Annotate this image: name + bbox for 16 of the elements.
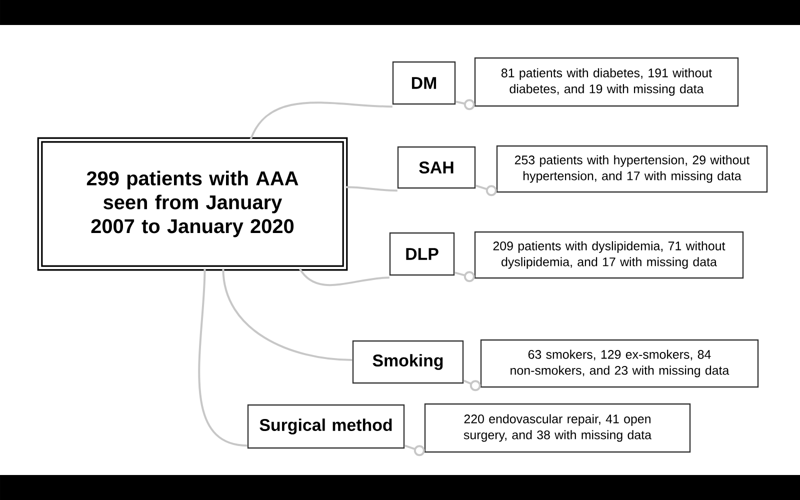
connector xyxy=(198,268,248,447)
connector xyxy=(222,268,352,361)
category-box: Smoking xyxy=(352,340,464,384)
connector xyxy=(346,186,398,192)
connector xyxy=(299,268,390,286)
category-box: DLP xyxy=(389,232,455,276)
detail-box: 81 patients with diabetes, 191 without diabetes, and 19 with missing data xyxy=(474,57,739,107)
detail-box: 253 patients with hypertension, 29 without hypertension, and 17 with missing data xyxy=(496,145,768,193)
detail-box: 63 smokers, 129 ex-smokers, 84 non-smokers, and 23 with missing data xyxy=(480,339,759,388)
detail-box: 220 endovascular repair, 41 open surgery, and 38 with missing data xyxy=(424,403,691,453)
detail-box: 209 patients with dyslipidemia, 71 without dyslipidemia, and 17 with missing data xyxy=(474,231,744,279)
category-box: SAH xyxy=(397,146,476,189)
title-box: 299 patients with AAA seen from January 2007 to January 2020 xyxy=(37,137,348,271)
connector xyxy=(250,102,392,140)
category-box: DM xyxy=(392,61,456,105)
category-box: Surgical method xyxy=(247,404,405,449)
